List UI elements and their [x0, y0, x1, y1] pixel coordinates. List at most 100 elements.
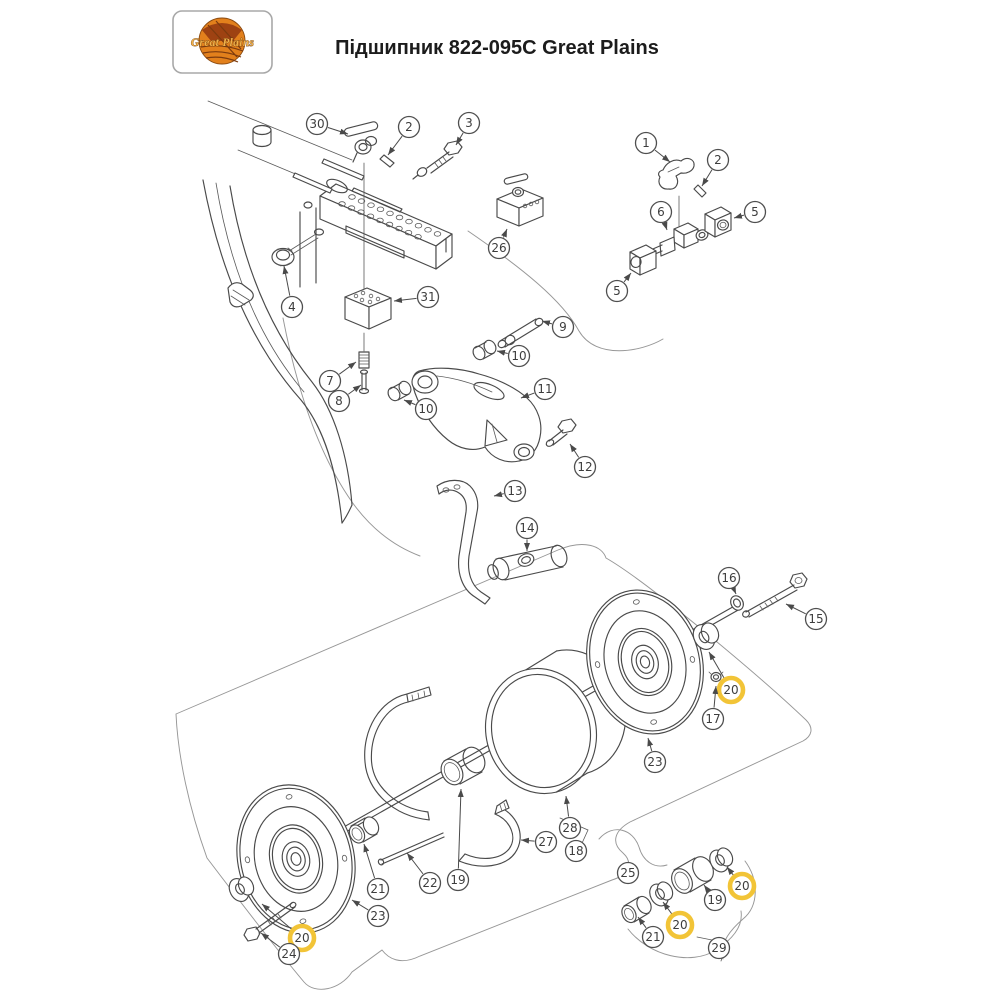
callout-number: 12 [577, 460, 592, 474]
callout-ring [706, 148, 730, 172]
callout-20-highlighted: 20 [662, 901, 695, 940]
callout-leader [501, 228, 508, 238]
toolbar-mount-assembly [202, 100, 544, 524]
t-handle-1 [658, 157, 695, 190]
callout-ring [457, 111, 481, 135]
callout-30: 30 [305, 112, 349, 136]
logo: Great Plains [172, 10, 273, 74]
callout-leader [701, 169, 713, 187]
nut-17 [708, 671, 724, 683]
washer-16 [730, 595, 744, 611]
callout-number: 20 [672, 918, 687, 932]
highlight-ring [287, 923, 317, 953]
highlight-ring [665, 910, 695, 940]
callout-number: 9 [559, 320, 567, 334]
callout-number: 5 [613, 284, 621, 298]
callout-number: 23 [370, 909, 385, 923]
bolt-12 [545, 418, 577, 447]
callout-ring [717, 566, 741, 590]
callout-4: 4 [280, 265, 304, 319]
callout-ring [804, 607, 828, 631]
callout-number: 15 [808, 612, 823, 626]
bearing-20-kit-right [709, 847, 734, 873]
callout-leader [351, 899, 369, 911]
callout-12: 12 [569, 443, 597, 479]
spacer-21-kit [621, 895, 652, 924]
callout-ring [416, 285, 440, 309]
callout-17: 17 [701, 685, 725, 731]
shank-bracket [202, 179, 353, 524]
callout-number: 3 [465, 116, 473, 130]
callout-leader [327, 127, 349, 135]
pivot-tube [487, 544, 568, 581]
clamp-block-26 [496, 173, 544, 227]
callout-leader [647, 737, 654, 752]
callout-number: 16 [721, 571, 736, 585]
callout-number: 4 [288, 300, 296, 314]
pivot-rod-9 [497, 317, 544, 349]
page-title: Підшипник 822-095C Great Plains [335, 37, 659, 59]
bolt-3 [412, 140, 463, 180]
callout-11: 11 [520, 377, 557, 401]
callout-number: 19 [707, 893, 722, 907]
flange-nut-4 [271, 228, 325, 267]
callout-31: 31 [393, 285, 440, 309]
callout-ring [616, 861, 640, 885]
callout-ring [327, 389, 351, 413]
callout-24: 24 [260, 932, 301, 966]
callout-leader [661, 221, 668, 231]
callout-ring [573, 455, 597, 479]
callout-ring [366, 877, 390, 901]
callout-ring [507, 344, 531, 368]
callout-26: 26 [487, 228, 511, 260]
callout-2: 2 [701, 148, 730, 187]
callout-number: 24 [281, 947, 296, 961]
callout-ring [534, 830, 558, 854]
callout-10: 10 [403, 397, 438, 421]
callout-23: 23 [351, 899, 390, 928]
callout-leader [520, 837, 535, 844]
callout-7: 7 [318, 361, 357, 393]
callout-number: 25 [620, 866, 635, 880]
callout-ring [277, 942, 301, 966]
callout-13: 13 [493, 479, 527, 503]
callout-leader [348, 384, 362, 395]
callout-number: 10 [511, 349, 526, 363]
callout-number: 27 [538, 835, 553, 849]
callout-ring [641, 925, 665, 949]
key-strips [292, 158, 365, 194]
callout-leader [282, 265, 291, 296]
center-hub-19 [440, 746, 486, 786]
callout-number: 1 [642, 136, 650, 150]
mounting-bar [319, 178, 453, 270]
callout-ring [318, 369, 342, 393]
callout-20-highlighted: 20 [726, 866, 757, 901]
callout-15: 15 [785, 603, 828, 631]
callout-leader [406, 852, 424, 875]
callout-9: 9 [541, 315, 575, 339]
band-half-27-lower [458, 799, 521, 867]
callout-6: 6 [649, 200, 673, 231]
callout-leader [569, 443, 580, 458]
bushing-10-lower [387, 380, 412, 402]
frame-peg [252, 124, 272, 148]
callout-leader [541, 320, 553, 327]
callout-ring [366, 904, 390, 928]
callout-number: 18 [568, 844, 583, 858]
callout-leader [733, 212, 745, 219]
callout-ring [701, 707, 725, 731]
callout-number: 7 [326, 374, 334, 388]
callout-18: 18 [564, 839, 588, 863]
callout-ring [418, 871, 442, 895]
callout-leader [520, 392, 535, 399]
callout-number: 5 [751, 205, 759, 219]
callout-number: 13 [507, 484, 522, 498]
band-half-27-upper [364, 686, 432, 821]
callout-leader [457, 788, 464, 869]
callout-number: 19 [450, 873, 465, 887]
callout-leader [363, 843, 376, 879]
callout-21: 21 [363, 843, 390, 901]
callout-leader [455, 132, 464, 146]
callout-21: 21 [637, 916, 665, 949]
